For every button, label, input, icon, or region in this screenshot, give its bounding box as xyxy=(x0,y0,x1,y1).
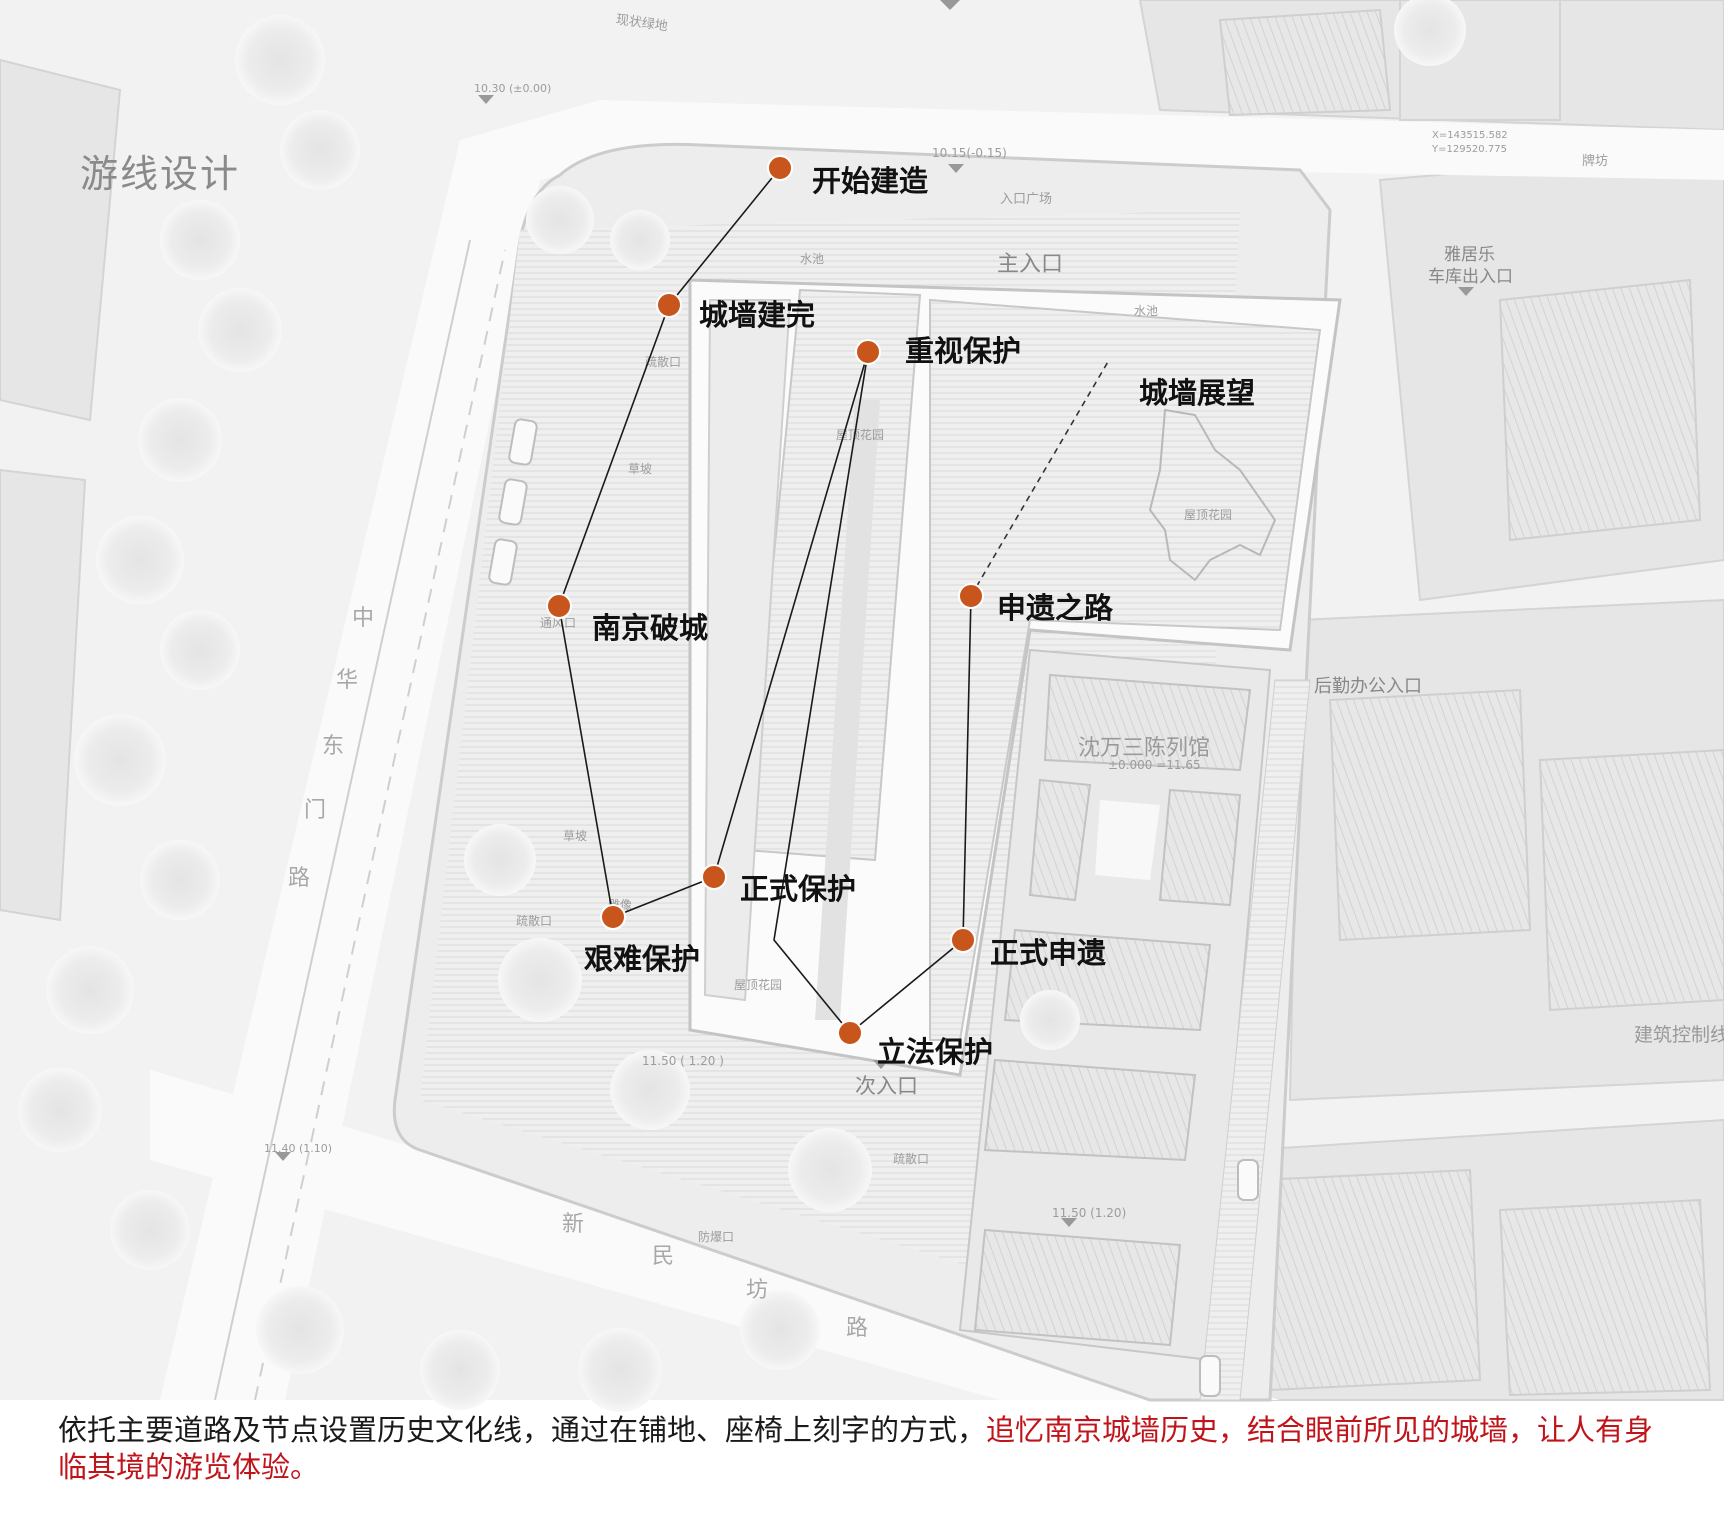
coordinate-x-label: X=143515.582 xyxy=(1432,130,1508,141)
road-west-char-1: 中 xyxy=(352,606,375,631)
route-stop-label: 重视保护 xyxy=(905,334,1022,368)
elevation-label-1: 10.30 (±0.00) xyxy=(474,82,552,95)
route-stop-label: 城墙展望 xyxy=(1139,376,1256,410)
museum-label: 沈万三陈列馆 xyxy=(1078,736,1211,761)
route-path xyxy=(558,167,972,1035)
route-node xyxy=(950,927,976,953)
route-stop-label: 申遗之路 xyxy=(997,591,1114,625)
elevation-label-2: 10.15(-0.15) xyxy=(932,146,1007,160)
logistics-entrance-label: 后勤办公入口 xyxy=(1314,676,1422,697)
elevation-label-3: 11.50 ( 1.20 ) xyxy=(642,1054,724,1068)
road-south-char-1: 新 xyxy=(562,1212,585,1237)
road-south-char-4: 路 xyxy=(846,1316,869,1341)
lawn-label-1: 草坡 xyxy=(628,462,653,476)
roof-garden-label-1: 屋顶花园 xyxy=(836,428,885,442)
route-node xyxy=(837,1020,863,1046)
route-stop-label: 正式申遗 xyxy=(990,936,1107,970)
caption: 依托主要道路及节点设置历史文化线，通过在铺地、座椅上刻字的方式，追忆南京城墙历史… xyxy=(58,1412,1678,1486)
main-entrance-label: 主入口 xyxy=(997,252,1064,277)
route-node xyxy=(600,904,626,930)
evacuation-label-2: 疏散口 xyxy=(516,914,553,928)
memorial-arch-label: 牌坊 xyxy=(1582,154,1609,169)
evacuation-label-3: 疏散口 xyxy=(893,1152,930,1166)
evacuation-label-1: 疏散口 xyxy=(645,355,682,369)
route-stop-label: 开始建造 xyxy=(812,164,929,198)
route-stop-label: 城墙建完 xyxy=(699,298,816,332)
garage-exit-label-1: 雅居乐 xyxy=(1444,245,1495,265)
road-west-char-2: 华 xyxy=(336,668,359,693)
caption-text: 依托主要道路及节点设置历史文化线，通过在铺地、座椅上刻字的方式， xyxy=(58,1413,987,1447)
route-dashed-extension xyxy=(970,359,1110,597)
lawn-label-2: 草坡 xyxy=(563,829,588,843)
roof-garden-label-3: 屋顶花园 xyxy=(734,978,783,992)
route-node xyxy=(546,593,572,619)
coordinate-y-label: Y=129520.775 xyxy=(1432,144,1507,155)
page-title: 游线设计 xyxy=(80,152,241,196)
route-node xyxy=(958,583,984,609)
roof-garden-label-2: 屋顶花园 xyxy=(1184,508,1233,522)
vent-label: 通风口 xyxy=(540,616,577,630)
route-stop-label: 立法保护 xyxy=(877,1035,994,1069)
water-pool-label-1: 水池 xyxy=(800,252,825,266)
road-west-char-3: 东 xyxy=(322,734,345,759)
entrance-plaza-label: 入口广场 xyxy=(1000,192,1053,207)
caption-highlight: 追忆南京城墙历史，结合眼前所见的城墙，让人有身临其境的游览体验。 xyxy=(58,1413,1654,1484)
route-node xyxy=(767,155,793,181)
route-node xyxy=(656,292,682,318)
secondary-entrance-label: 次入口 xyxy=(855,1074,918,1098)
route-stop-label: 正式保护 xyxy=(740,872,857,906)
construction-line-label: 建筑控制线 xyxy=(1634,1024,1724,1046)
road-south-char-3: 坊 xyxy=(746,1278,769,1303)
road-south-char-2: 民 xyxy=(652,1244,675,1269)
museum-elevation-label: ±0.000 =11.65 xyxy=(1108,758,1201,772)
route-stop-label: 南京破城 xyxy=(592,611,709,645)
elevation-label-5: 11.50 (1.20) xyxy=(1052,1206,1127,1220)
garage-exit-label-2: 车库出入口 xyxy=(1428,267,1513,287)
elevation-label-4: 11.40 (1.10) xyxy=(264,1142,333,1155)
route-node xyxy=(855,339,881,365)
explosion-vent-label: 防爆口 xyxy=(698,1230,735,1244)
road-west-char-5: 路 xyxy=(288,866,311,891)
water-pool-label-2: 水池 xyxy=(1134,304,1159,318)
road-west-char-4: 门 xyxy=(304,798,327,823)
route-stop-label: 艰难保护 xyxy=(584,942,701,976)
route-node xyxy=(701,864,727,890)
